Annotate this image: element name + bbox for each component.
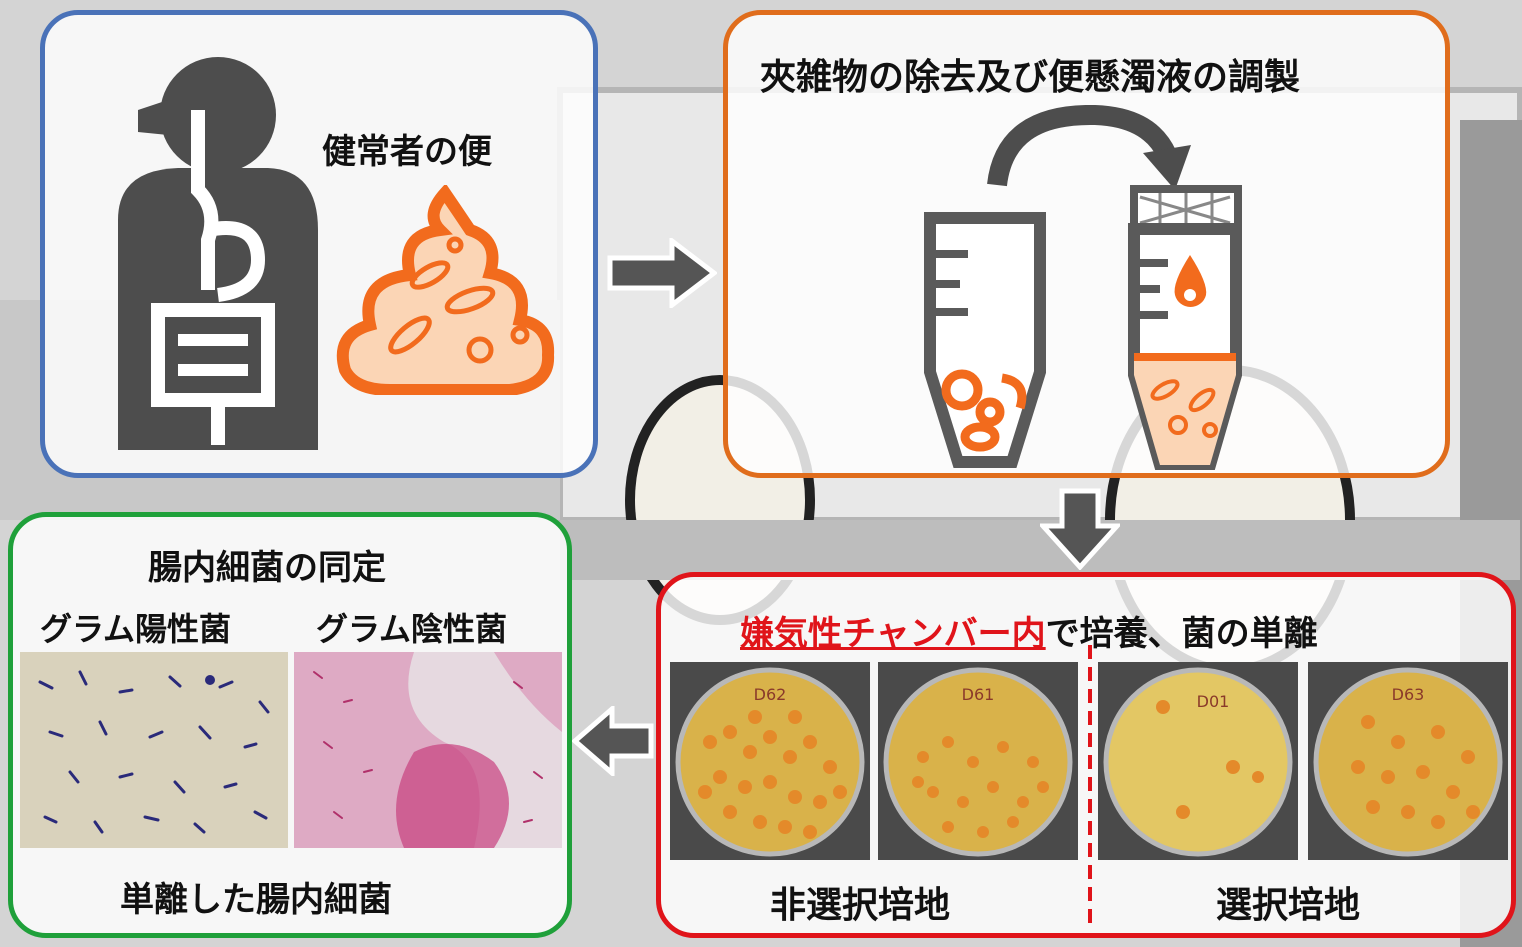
gram-negative-label: グラム陰性菌 (316, 610, 508, 648)
non-selective-label: 非選択培地 (770, 885, 951, 926)
gram-negative-micrograph (294, 652, 562, 848)
culture-plate-4: D63 (1308, 662, 1508, 860)
arrow-right-icon (607, 238, 717, 308)
plate-label-3: D01 (1197, 692, 1230, 711)
plate-label-2: D61 (962, 685, 995, 704)
preparation-title: 夾雑物の除去及び便懸濁液の調製 (760, 57, 1301, 98)
culture-plate-3: D01 (1098, 662, 1298, 860)
culture-title: 嫌気性チャンバー内で培養、菌の単離 (740, 606, 1318, 655)
culture-plate-1: D62 (670, 662, 870, 860)
isolated-bacteria-label: 単離した腸内細菌 (120, 880, 392, 920)
divider-dashed-line (1088, 645, 1092, 930)
gram-positive-label: グラム陽性菌 (40, 610, 232, 648)
stool-bacteria-icon (336, 185, 555, 395)
plate-label-4: D63 (1392, 685, 1425, 704)
selective-label: 選択培地 (1216, 885, 1361, 926)
arrow-left-icon (572, 706, 654, 776)
culture-plate-2: D61 (878, 662, 1078, 860)
panel-preparation (723, 10, 1450, 478)
curved-arrow-icon (987, 105, 1191, 190)
source-title: 健常者の便 (322, 132, 492, 172)
plate-label-1: D62 (754, 685, 787, 704)
tube-icon (924, 212, 1046, 468)
identification-title: 腸内細菌の同定 (148, 548, 386, 588)
human-digestive-icon (118, 57, 318, 450)
culture-title-highlight: 嫌気性チャンバー内 (740, 614, 1046, 654)
filter-tube-icon (1128, 185, 1242, 470)
arrow-down-icon (1040, 488, 1120, 570)
gram-positive-micrograph (20, 652, 288, 848)
